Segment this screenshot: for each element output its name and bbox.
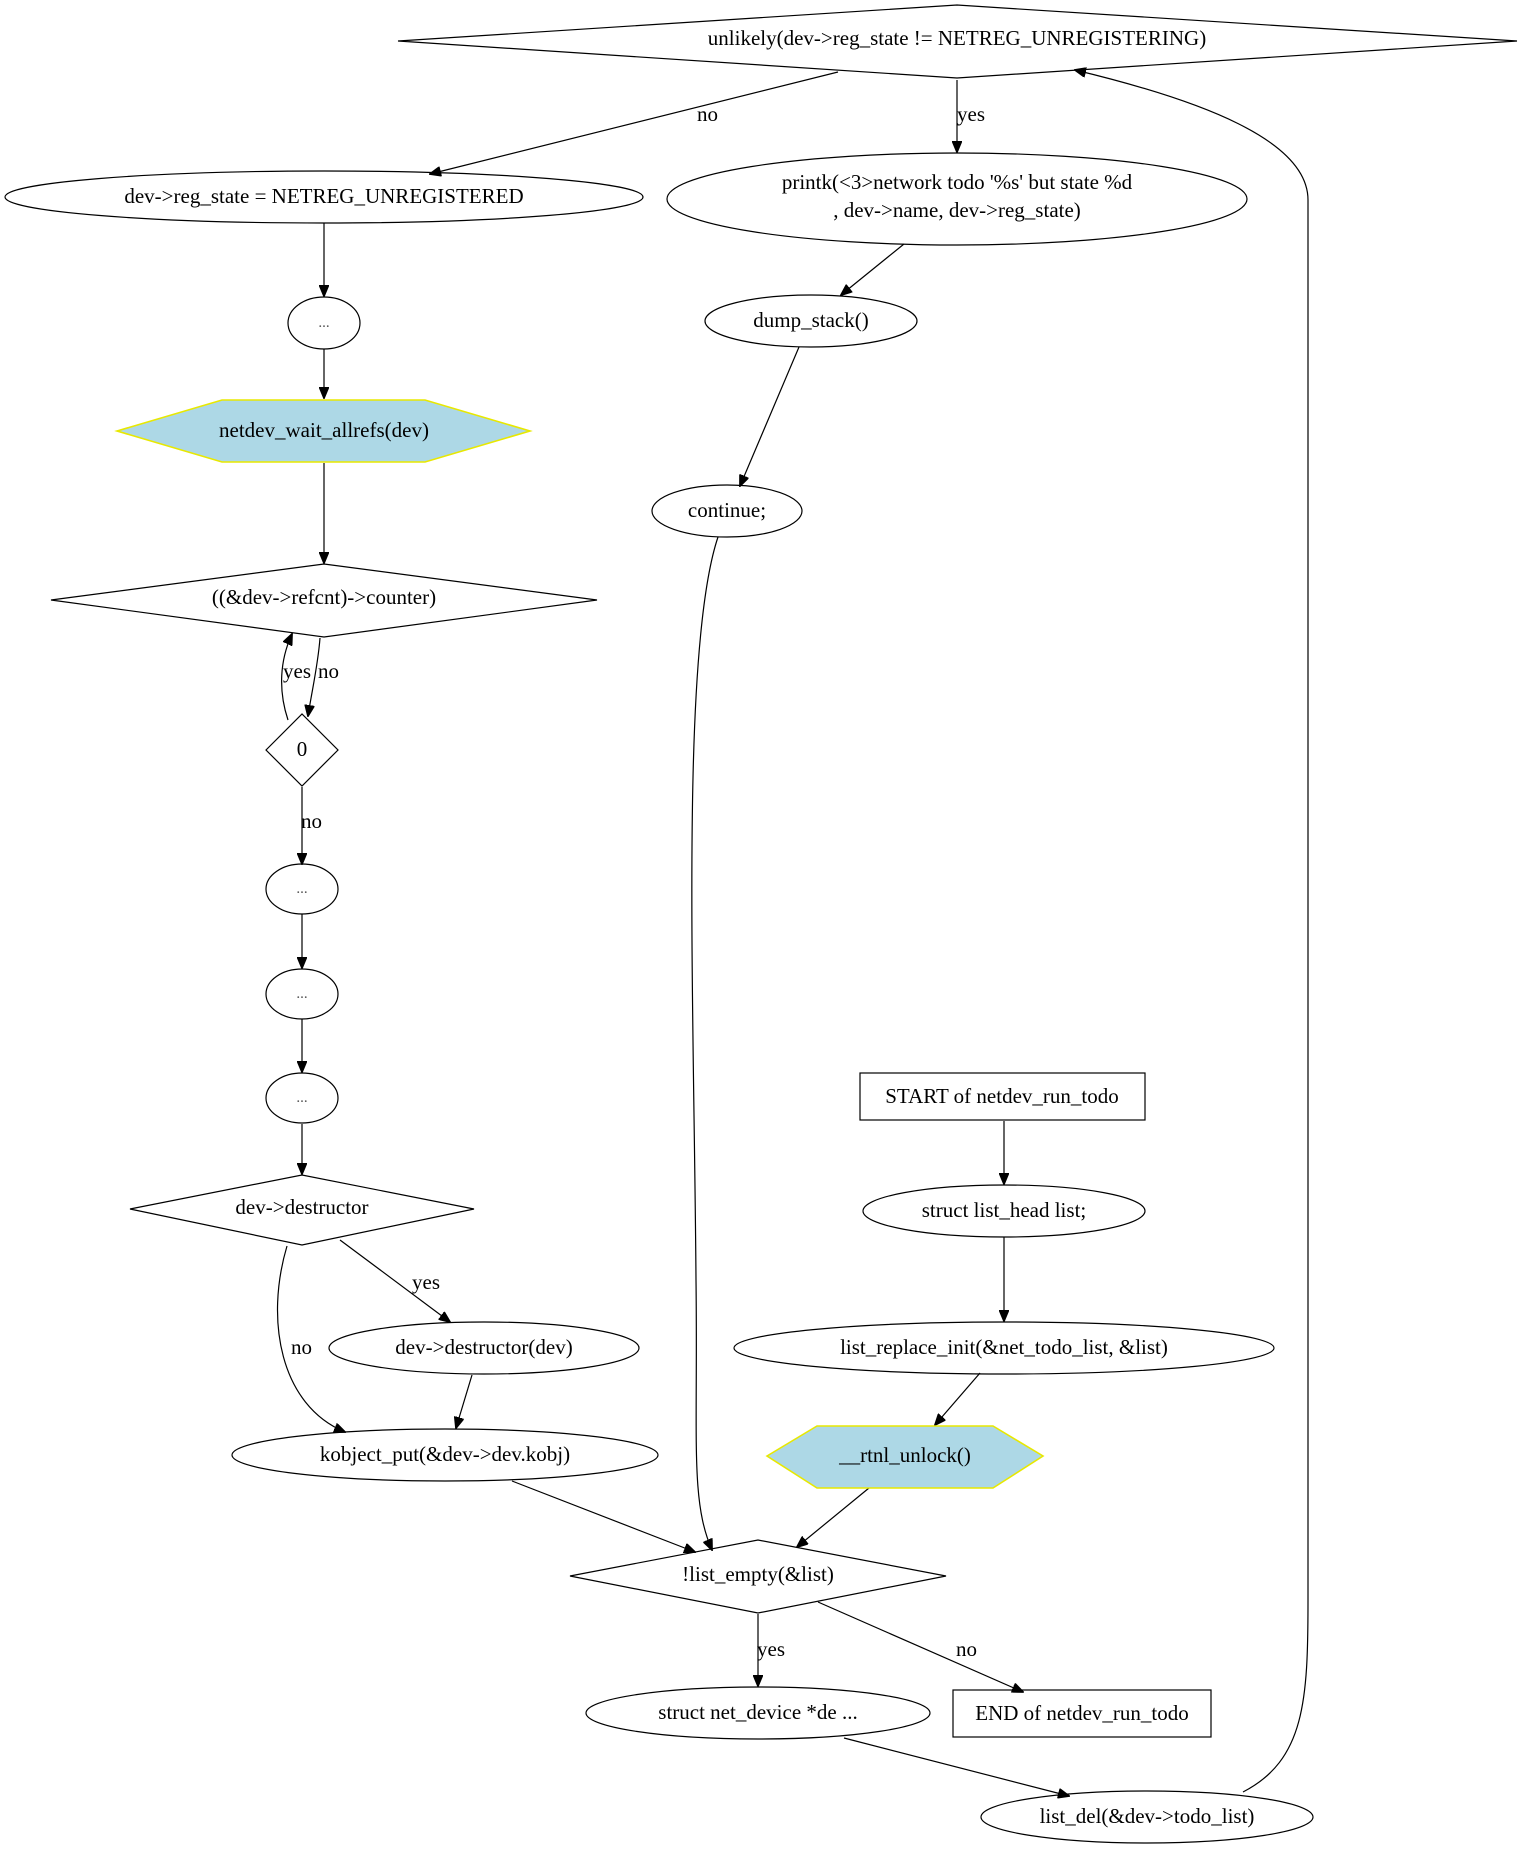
edge-printk-to-dump-stack [841, 243, 905, 295]
node-ellipsis-1-label: ... [318, 315, 329, 331]
edge-kobject-to-list-empty [511, 1480, 695, 1552]
edge-refcnt-to-zero [308, 637, 321, 716]
node-netdev-wait-label: netdev_wait_allrefs(dev) [219, 418, 429, 442]
edge-label-unlikely-no: no [697, 102, 718, 126]
edge-net-device-to-list-del [843, 1737, 1069, 1796]
node-start: START of netdev_run_todo [859, 1072, 1146, 1121]
node-dump-stack-label: dump_stack() [753, 308, 868, 332]
edge-label-refcnt-no: no [318, 659, 339, 683]
node-ellipsis-2: ... [265, 863, 339, 915]
edge-destructor-call-to-kobject [456, 1374, 473, 1428]
edge-destructor-check-to-call [339, 1239, 450, 1322]
edge-continue-to-list-empty [691, 536, 719, 1550]
edge-rtnl-to-list-empty [797, 1487, 870, 1547]
node-list-replace-label: list_replace_init(&net_todo_list, &list) [840, 1335, 1168, 1359]
node-dump-stack: dump_stack() [704, 294, 918, 348]
edge-list-replace-to-rtnl [935, 1372, 981, 1425]
node-rtnl-unlock-label: __rtnl_unlock() [838, 1443, 971, 1467]
edge-label-zero-no: no [301, 809, 322, 833]
edge-zero-to-refcnt [281, 634, 292, 721]
node-continue-label: continue; [688, 498, 766, 522]
edge-labels: no yes yes no no yes no yes no [283, 102, 985, 1661]
edge-label-list-empty-yes: yes [757, 1637, 785, 1661]
node-ellipsis-4: ... [265, 1072, 339, 1124]
node-kobject-put: kobject_put(&dev->dev.kobj) [231, 1428, 659, 1482]
node-destructor-call-label: dev->destructor(dev) [395, 1335, 572, 1359]
node-reg-state-set-label: dev->reg_state = NETREG_UNREGISTERED [124, 184, 523, 208]
node-list-empty: !list_empty(&list) [569, 1539, 947, 1614]
node-printk-label-line2: , dev->name, dev->reg_state) [833, 198, 1081, 222]
node-printk: printk(<3>network todo '%s' but state %d… [666, 152, 1248, 246]
node-ellipsis-4-label: ... [296, 1090, 307, 1106]
node-destructor-check-label: dev->destructor [235, 1195, 368, 1219]
edge-list-del-to-unlikely [1075, 70, 1309, 1793]
node-kobject-put-label: kobject_put(&dev->dev.kobj) [320, 1442, 570, 1466]
node-destructor-call: dev->destructor(dev) [328, 1321, 640, 1375]
node-net-device-label: struct net_device *de ... [658, 1700, 857, 1724]
edge-label-zero-yes: yes [283, 659, 311, 683]
edge-label-unlikely-yes: yes [957, 102, 985, 126]
node-unlikely-label: unlikely(dev->reg_state != NETREG_UNREGI… [708, 26, 1206, 50]
edge-list-empty-to-end [817, 1601, 1023, 1692]
node-refcnt-label: ((&dev->refcnt)->counter) [212, 585, 436, 609]
edge-label-destructor-yes: yes [412, 1270, 440, 1294]
node-zero-label: 0 [297, 737, 308, 761]
node-unlikely: unlikely(dev->reg_state != NETREG_UNREGI… [397, 4, 1518, 79]
node-list-head: struct list_head list; [862, 1184, 1146, 1238]
node-ellipsis-2-label: ... [296, 881, 307, 897]
node-continue: continue; [651, 484, 803, 538]
node-ellipsis-3: ... [265, 968, 339, 1020]
node-ellipsis-3-label: ... [296, 986, 307, 1002]
node-rtnl-unlock: __rtnl_unlock() [765, 1425, 1045, 1489]
node-printk-label-line1: printk(<3>network todo '%s' but state %d [782, 170, 1133, 194]
node-zero: 0 [265, 713, 339, 787]
edges [277, 70, 1309, 1796]
node-start-label: START of netdev_run_todo [885, 1084, 1118, 1108]
edge-dump-stack-to-continue [740, 346, 800, 486]
node-ellipsis-1: ... [287, 296, 361, 350]
node-netdev-wait: netdev_wait_allrefs(dev) [114, 399, 533, 463]
node-refcnt: ((&dev->refcnt)->counter) [50, 563, 598, 638]
edge-label-destructor-no: no [291, 1335, 312, 1359]
node-list-replace: list_replace_init(&net_todo_list, &list) [733, 1321, 1275, 1375]
node-net-device: struct net_device *de ... [585, 1686, 931, 1740]
edge-label-list-empty-no: no [956, 1637, 977, 1661]
node-destructor-check: dev->destructor [129, 1174, 475, 1246]
node-list-del-label: list_del(&dev->todo_list) [1040, 1804, 1255, 1828]
edge-destructor-check-to-kobject [277, 1245, 345, 1432]
node-reg-state-set: dev->reg_state = NETREG_UNREGISTERED [4, 170, 644, 224]
nodes: unlikely(dev->reg_state != NETREG_UNREGI… [4, 4, 1518, 1844]
node-list-del: list_del(&dev->todo_list) [980, 1790, 1314, 1844]
node-list-empty-label: !list_empty(&list) [682, 1562, 834, 1586]
node-end: END of netdev_run_todo [952, 1689, 1212, 1738]
edge-unlikely-to-reg-state [430, 71, 839, 174]
node-end-label: END of netdev_run_todo [975, 1701, 1188, 1725]
node-list-head-label: struct list_head list; [922, 1198, 1086, 1222]
